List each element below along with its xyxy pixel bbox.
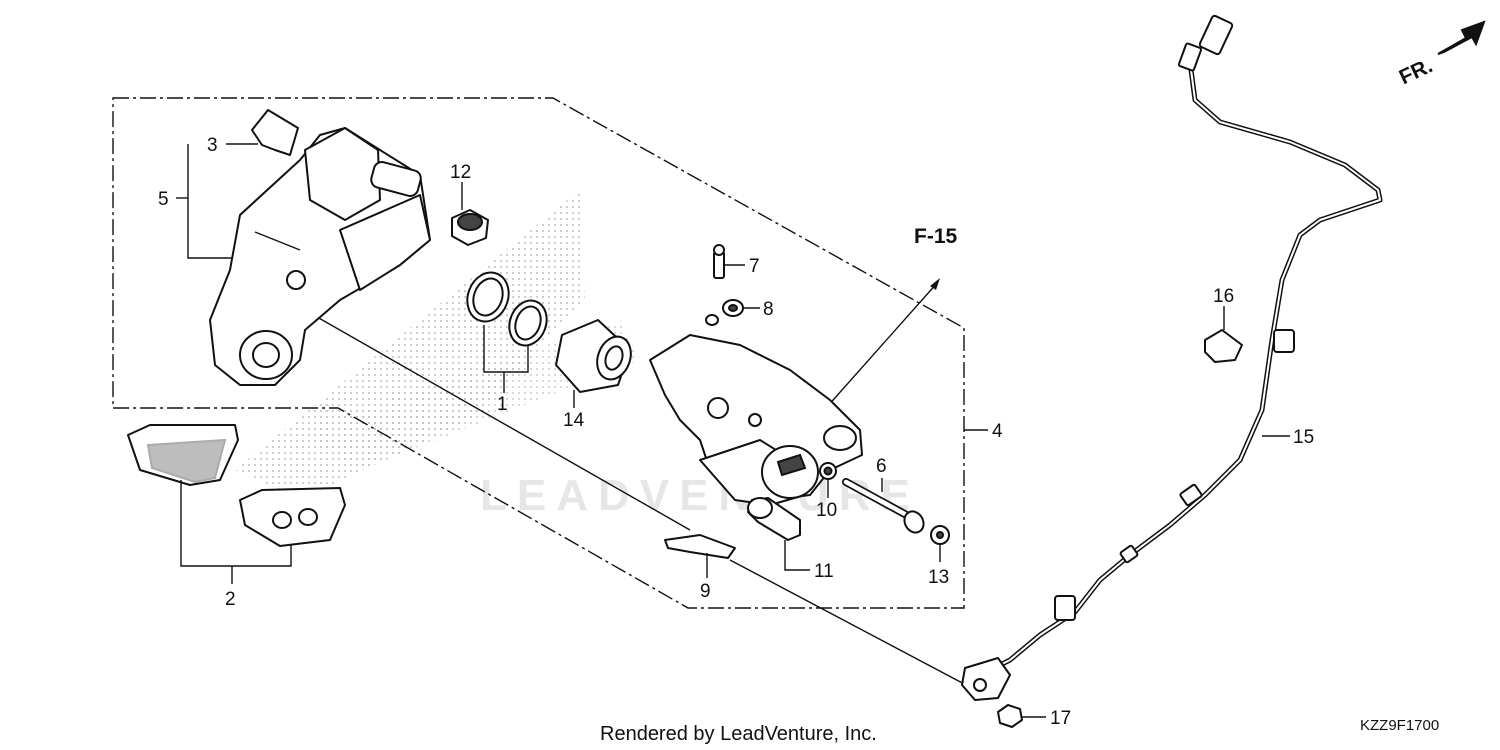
callout-15: 15 bbox=[1293, 427, 1314, 448]
callout-11: 11 bbox=[814, 561, 834, 582]
callout-4: 4 bbox=[992, 421, 1003, 442]
callout-7: 7 bbox=[749, 256, 760, 277]
callout-5: 5 bbox=[158, 189, 169, 210]
pad-retainer bbox=[664, 534, 736, 559]
guide-line bbox=[295, 304, 691, 531]
caliper-body bbox=[649, 334, 863, 506]
caliper-piston bbox=[555, 319, 632, 393]
callout-8: 8 bbox=[763, 299, 774, 320]
bleeder-cap bbox=[705, 299, 744, 326]
diagram-code: KZZ9F1700 bbox=[1360, 717, 1439, 734]
callout-10: 10 bbox=[816, 500, 837, 521]
watermark-wing bbox=[235, 190, 640, 500]
abs-sensor-harness bbox=[961, 14, 1383, 701]
bleeder-screw bbox=[713, 244, 725, 279]
pin-plug bbox=[930, 525, 950, 545]
callout-6: 6 bbox=[876, 456, 887, 477]
assembly-outline bbox=[112, 97, 965, 609]
callout-16: 16 bbox=[1213, 286, 1234, 307]
pad-spring-clip bbox=[251, 109, 299, 156]
pad-pin bbox=[842, 478, 925, 534]
slide-pin bbox=[747, 497, 801, 541]
front-direction-label: FR. bbox=[1396, 54, 1436, 89]
front-direction-arrow-icon bbox=[1437, 20, 1486, 55]
harness-clamp bbox=[1204, 329, 1243, 363]
footer-credit: Rendered by LeadVenture, Inc. bbox=[600, 723, 877, 745]
callout-1: 1 bbox=[497, 394, 508, 415]
piston-seals bbox=[466, 271, 548, 347]
leader-lines bbox=[176, 143, 1290, 584]
brake-pads bbox=[127, 424, 346, 547]
sealing-washer bbox=[819, 462, 837, 480]
callout-13: 13 bbox=[928, 567, 949, 588]
guide-line bbox=[825, 281, 939, 409]
callout-12: 12 bbox=[450, 162, 471, 183]
reference-label: F-15 bbox=[914, 225, 958, 248]
caliper-bracket bbox=[209, 127, 431, 386]
callout-9: 9 bbox=[700, 581, 711, 602]
callout-3: 3 bbox=[207, 135, 218, 156]
watermark-text: LEADVENTURE bbox=[480, 471, 920, 520]
guide-line bbox=[729, 559, 986, 696]
callout-2: 2 bbox=[225, 589, 236, 610]
f15-arrowhead bbox=[930, 278, 940, 290]
callout-14: 14 bbox=[563, 410, 585, 431]
callout-17: 17 bbox=[1050, 708, 1071, 729]
boot-seal bbox=[451, 209, 489, 246]
flange-bolt bbox=[997, 704, 1046, 728]
